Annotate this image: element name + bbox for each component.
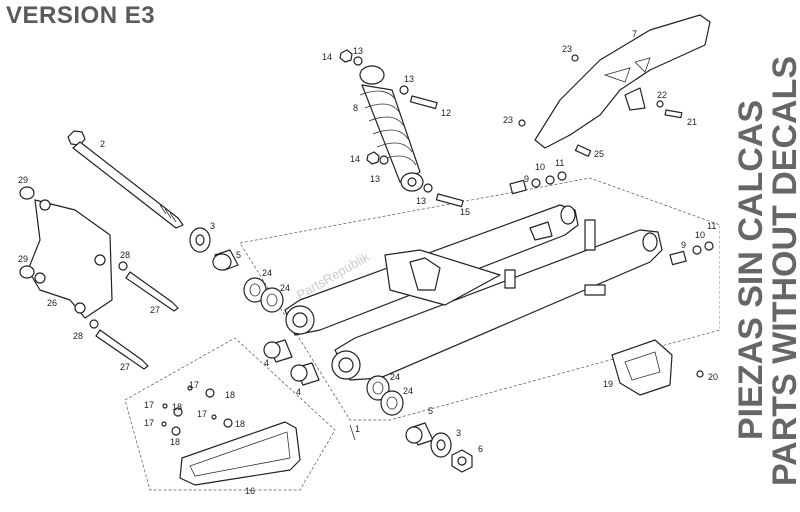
bracket-bolts: [95, 271, 179, 370]
callout: 11: [707, 221, 716, 231]
callout: 11: [555, 158, 564, 168]
callout: 28: [120, 250, 130, 260]
callout: 15: [460, 207, 470, 217]
callout: 23: [562, 44, 572, 54]
callout: 7: [632, 29, 637, 39]
callout: 10: [535, 162, 545, 172]
callout: 28: [73, 331, 83, 341]
callout: 29: [18, 175, 28, 185]
callout: 18: [235, 419, 245, 429]
callout: 6: [478, 444, 483, 454]
callout: 21: [687, 117, 697, 127]
callout: 18: [225, 390, 235, 400]
chain-guide-assembly-outline: [124, 337, 336, 491]
callout: 12: [441, 108, 451, 118]
shock-absorber: [359, 65, 424, 192]
callout: 24: [403, 386, 413, 396]
callout: 3: [210, 221, 215, 231]
callout: 5: [428, 406, 433, 416]
leader-1: [349, 424, 356, 441]
callout: 19: [603, 379, 613, 389]
callout: 13: [370, 174, 380, 184]
bearing-set-lower: [366, 375, 404, 416]
shock-hardware: [339, 49, 464, 208]
callout: 24: [390, 372, 400, 382]
callout: 13: [416, 196, 426, 206]
callout: 27: [150, 305, 160, 315]
callout: 18: [172, 402, 182, 412]
pivot-bushing-upper: [212, 249, 239, 271]
parts-drawing: PartsRepublik: [18, 14, 721, 496]
callout: 8: [353, 103, 358, 113]
callout: 9: [681, 240, 686, 250]
callout: 17: [144, 400, 154, 410]
callout: 25: [594, 149, 604, 159]
chain-guide-block: [611, 339, 704, 396]
shock-bracket: [19, 186, 128, 329]
callout: 22: [657, 90, 667, 100]
spacer-bushings: [263, 339, 320, 386]
callout: 26: [47, 298, 57, 308]
callout: 16: [245, 486, 255, 496]
callout: 9: [524, 174, 529, 184]
callout: 4: [264, 358, 269, 368]
callout: 24: [280, 283, 290, 293]
callout: 14: [322, 52, 332, 62]
callout: 4: [296, 387, 301, 397]
callout: 1: [355, 424, 360, 434]
callout: 3: [456, 428, 461, 438]
callout: 2: [100, 139, 105, 149]
callout: 17: [197, 409, 207, 419]
swingarm-assembly-outline: [239, 177, 721, 421]
pivot-hardware-lower: [405, 422, 473, 473]
callout-labels: 1 2 3 3 4 4 5 5 6 7 8 9 9 10 10 11 11 12…: [18, 29, 718, 496]
bearing-set-upper: [243, 277, 284, 313]
callout: 13: [353, 46, 363, 56]
callout: 17: [189, 380, 199, 390]
swingarm: [284, 204, 663, 381]
callout: 24: [262, 268, 272, 278]
callout: 20: [708, 372, 718, 382]
callout: 17: [144, 418, 154, 428]
pivot-washer-upper: [189, 227, 211, 253]
callout: 5: [236, 250, 241, 260]
callout: 14: [350, 154, 360, 164]
pivot-spindle: [67, 130, 184, 229]
chain-slider: [161, 385, 301, 486]
axle-adjusters: [509, 171, 714, 266]
side-note-english: PARTS WITHOUT DECALS: [766, 55, 800, 486]
callout: 10: [695, 230, 705, 240]
callout: 29: [18, 254, 28, 264]
callout: 27: [120, 362, 130, 372]
chain-guard: [518, 14, 711, 157]
callout: 23: [503, 115, 513, 125]
callout: 13: [404, 74, 414, 84]
diagram-title: VERSION E3: [6, 2, 156, 29]
callout: 18: [170, 437, 180, 447]
